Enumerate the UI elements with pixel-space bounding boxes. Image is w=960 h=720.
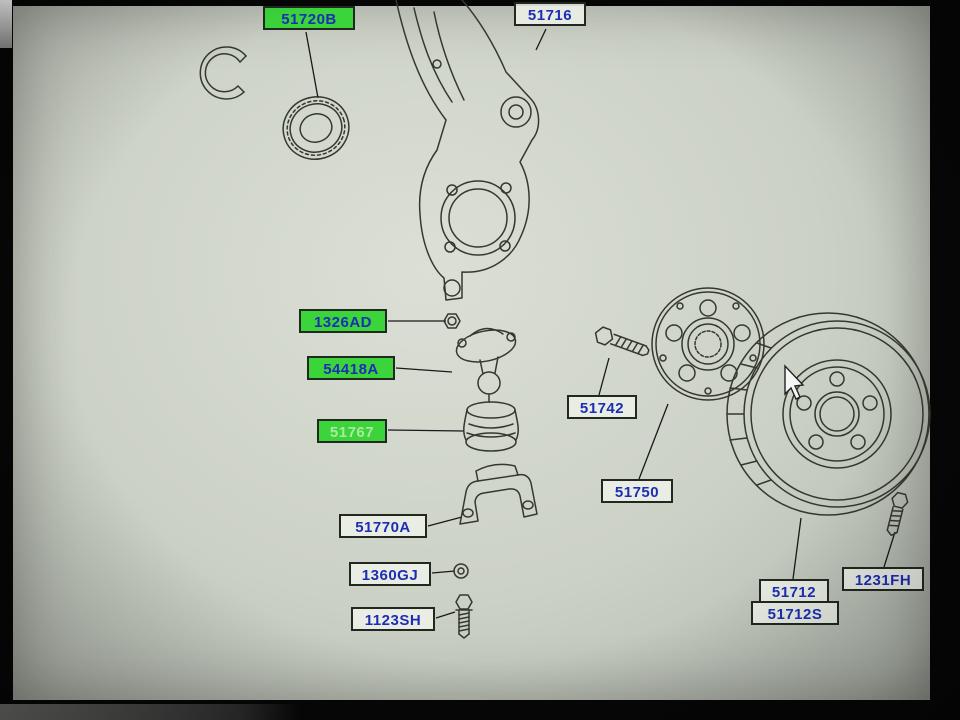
part-label-1326AD[interactable]: 1326AD xyxy=(299,309,387,333)
part-label-1231FH[interactable]: 1231FH xyxy=(842,567,924,591)
part-label-1123SH[interactable]: 1123SH xyxy=(351,607,435,631)
part-label-54418A[interactable]: 54418A xyxy=(307,356,395,380)
part-label-51720B[interactable]: 51720B xyxy=(263,6,355,30)
part-label-51712S[interactable]: 51712S xyxy=(751,601,839,625)
part-label-51712[interactable]: 51712 xyxy=(759,579,829,603)
photo-edge-artifact-bottom xyxy=(0,704,300,720)
part-label-1360GJ[interactable]: 1360GJ xyxy=(349,562,431,586)
part-label-51742[interactable]: 51742 xyxy=(567,395,637,419)
part-label-51716[interactable]: 51716 xyxy=(514,2,586,26)
part-label-51770A[interactable]: 51770A xyxy=(339,514,427,538)
part-label-51750[interactable]: 51750 xyxy=(601,479,673,503)
photo-edge-artifact xyxy=(0,0,12,48)
part-label-51767[interactable]: 51767 xyxy=(317,419,387,443)
